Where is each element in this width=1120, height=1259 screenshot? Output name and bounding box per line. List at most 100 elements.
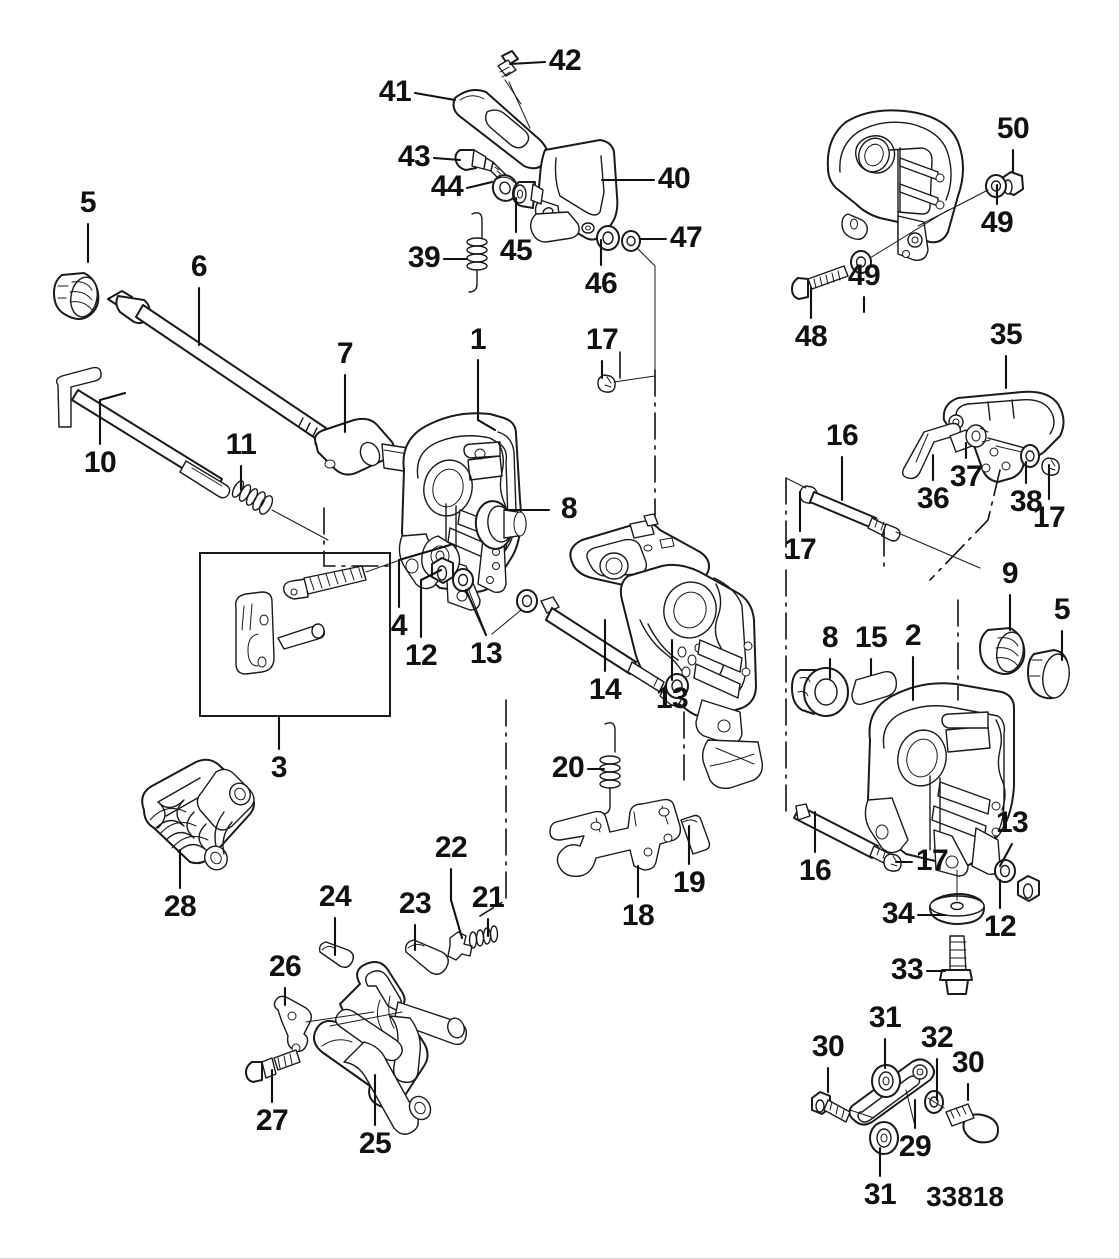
callout-48: 48 [795,286,828,353]
callout-12: 12 [984,878,1017,943]
part-44-washer [491,174,519,202]
callout-number: 4 [391,609,408,642]
callout-number: 48 [795,320,827,353]
callout-number: 14 [589,673,622,706]
part-12-nut-left [431,557,454,584]
part-38-washer [1020,444,1040,468]
part-30-bolt-left [811,1091,851,1123]
callout-number: 49 [981,206,1013,239]
part-22-fitting [447,931,473,961]
detail-box-3 [199,552,391,717]
callout-leader [397,543,452,609]
callout-15: 15 [855,621,888,677]
callout-number: 33 [891,953,923,986]
callout-38: 38 [1010,460,1043,518]
callout-number: 8 [822,621,838,654]
callout-number: 49 [848,259,880,292]
part-34-mount [929,893,985,925]
part-19-pin [680,814,711,855]
callout-42: 42 [508,44,582,77]
part-31-bushing-upper [871,1064,901,1098]
callout-5: 5 [80,186,97,264]
part-12-nut-right [1017,875,1040,902]
callout-21: 21 [472,881,505,938]
callout-8: 8 [822,621,839,680]
callout-number: 31 [864,1178,896,1211]
part-9-nut [979,627,1026,675]
callout-16: 16 [799,810,832,887]
callout-number: 11 [226,428,257,461]
callout-number: 7 [337,337,353,370]
part-17-clip-lower [883,853,902,872]
part-18-latch-plate [549,798,682,878]
callout-1: 1 [470,323,497,432]
part-33-bolt [939,935,973,995]
upper-right-clamp-bracket [826,109,964,261]
callout-30: 30 [952,1046,985,1102]
callout-46: 46 [585,238,618,300]
part-28-bracket-spring [141,758,255,871]
callout-number: 6 [191,250,207,283]
part-45-bushing [512,181,544,209]
callout-44: 44 [431,170,494,203]
callout-30: 30 [812,1030,845,1094]
callout-number: 19 [673,866,705,899]
callout-23: 23 [399,887,432,952]
part-36-hook-rod [901,422,962,480]
callout-18: 18 [622,864,655,932]
callout-11: 11 [226,428,257,492]
callout-20: 20 [552,751,606,784]
callout-number: 26 [269,950,301,983]
callout-number: 44 [431,170,464,203]
callout-31: 31 [864,1146,897,1211]
callout-number: 50 [997,112,1029,145]
callout-34: 34 [882,897,947,930]
callout-29: 29 [899,1098,932,1163]
callout-24: 24 [319,880,352,957]
callout-number: 45 [500,234,532,267]
part-35-tilt-lever [942,390,1065,483]
part-25-steering-yoke [283,961,468,1135]
callout-12: 12 [405,568,443,672]
callout-number: 2 [905,619,921,652]
callout-17: 17 [586,323,619,380]
callout-8: 8 [503,492,578,525]
callout-27: 27 [256,1068,289,1137]
callout-number: 15 [855,621,887,654]
callout-33: 33 [891,953,947,986]
part-23-pin [404,939,449,975]
part-13-washer-a [452,568,474,592]
callout-4: 4 [391,543,452,642]
callout-leader [98,391,127,446]
part-42-screw [497,50,522,105]
callout-leader [432,156,462,162]
callout-19: 19 [673,824,706,899]
inset-bolt [282,565,367,600]
callout-number: 23 [399,887,431,920]
callout-number: 20 [552,751,584,784]
callout-leader [413,91,457,102]
part-7-bracket [314,417,411,476]
callout-number: 30 [812,1030,844,1063]
callout-leader [465,180,494,190]
part-13-washer-b [516,589,538,613]
callout-number: 13 [656,682,688,715]
part-2-clamp-bracket [864,682,1015,877]
callout-number: 13 [470,637,502,670]
part-8-bushing-right [791,667,849,717]
callout-3: 3 [271,714,288,784]
callout-number: 28 [164,890,196,923]
callout-31: 31 [869,1001,902,1070]
callout-number: 18 [622,899,654,932]
callout-47: 47 [638,221,703,254]
callout-36: 36 [917,453,950,515]
callout-number: 22 [435,831,467,864]
part-13-washer-lower-right [994,859,1016,883]
part-14-shaft [540,596,683,707]
inset-clamp-pad [235,591,275,675]
callout-number: 5 [1054,593,1070,626]
callout-number: 12 [984,910,1016,943]
part-47-clip [621,230,641,252]
